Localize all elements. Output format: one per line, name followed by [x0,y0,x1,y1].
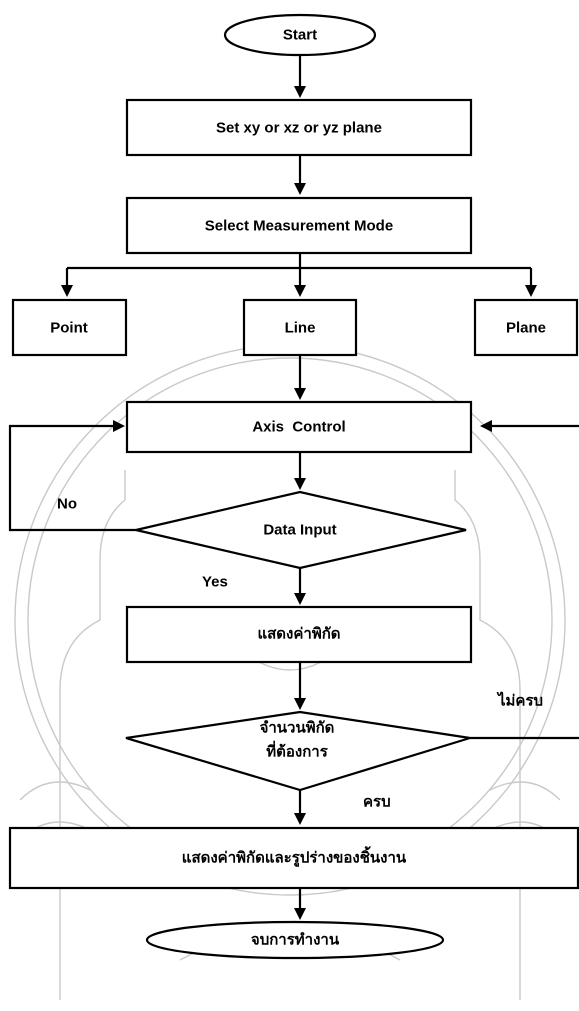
select-mode-label: Select Measurement Mode [205,218,393,235]
show-shape-label: แสดงค่าพิกัดและรูปร่างของชิ้นงาน [182,846,407,868]
coordinate-count-label-line2: ที่ต้องการ [266,741,328,761]
data-input-label: Data Input [263,522,336,539]
set-plane-box [125,98,473,157]
complete-label: ครบ [363,794,391,811]
labels: Start Set xy or xz or yz plane Select Me… [50,27,546,949]
no-label: No [57,496,77,513]
shapes [8,13,579,960]
set-plane-label: Set xy or xz or yz plane [216,120,382,137]
coordinate-count-decision [125,710,471,792]
axis-control-label: Axis Control [252,419,345,436]
coordinate-count-label-line1: จำนวนพิกัด [260,719,335,737]
yes-label: Yes [202,574,228,591]
start-terminator [223,13,377,57]
end-terminator [145,920,445,960]
point-box [11,298,128,357]
line-box [242,298,358,357]
data-input-decision [135,490,467,570]
plane-label: Plane [506,320,546,337]
incomplete-label: ไม่ครบ [496,691,543,710]
axis-control-box [125,400,473,454]
point-label: Point [50,320,88,337]
line-label: Line [285,320,316,337]
connectors [8,55,579,920]
start-label: Start [283,27,317,44]
end-label: จบการทำงาน [251,932,340,949]
select-mode-box [125,196,473,255]
show-coordinates-box [125,605,473,664]
show-coordinates-label: แสดงค่าพิกัด [257,625,340,643]
plane-box [473,298,579,357]
show-shape-box [8,826,579,890]
